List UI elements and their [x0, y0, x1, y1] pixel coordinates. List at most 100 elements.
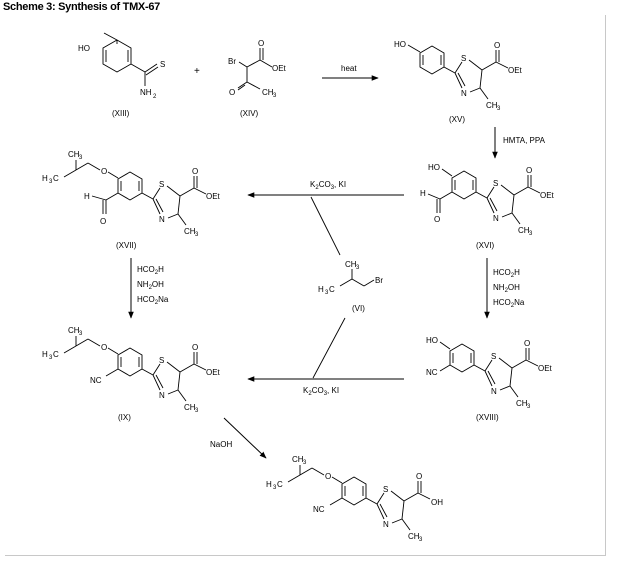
- svg-text:NC: NC: [426, 368, 438, 377]
- svg-text:H: H: [42, 350, 48, 359]
- svg-text:O: O: [325, 472, 331, 481]
- arrow-naoh: [223, 417, 267, 459]
- reagent-hco2na-left: HCO2Na: [137, 295, 169, 306]
- svg-text:S: S: [159, 356, 164, 365]
- svg-text:O: O: [229, 88, 235, 97]
- svg-text:3: 3: [195, 232, 199, 238]
- svg-text:3: 3: [273, 485, 277, 491]
- svg-text:N: N: [383, 520, 389, 529]
- svg-text:CH: CH: [408, 532, 420, 541]
- figure-frame: [5, 15, 606, 556]
- svg-text:HO: HO: [394, 40, 406, 49]
- svg-text:O: O: [258, 39, 264, 48]
- svg-text:H: H: [42, 174, 48, 183]
- reagent-hco2h-right: HCO2H: [493, 268, 520, 279]
- svg-text:H: H: [420, 189, 426, 198]
- compound-xvii: CH 3 H 3 C O H O S N O OEt CH 3 (XVII): [42, 150, 221, 250]
- svg-text:CH: CH: [68, 150, 80, 159]
- svg-text:H: H: [266, 480, 272, 489]
- svg-text:C: C: [329, 285, 335, 294]
- compound-final: CH 3 H 3 C O NC S N O OH CH 3: [266, 455, 443, 543]
- compound-xiv: Br O OEt O CH 3 (XIV): [228, 39, 287, 118]
- svg-text:OEt: OEt: [206, 368, 221, 377]
- svg-text:O: O: [192, 343, 198, 352]
- svg-text:H: H: [84, 192, 90, 201]
- reagent-hco2na-right: HCO2Na: [493, 298, 525, 309]
- reagent-k2co3-lower: K2CO3, KI: [303, 386, 339, 397]
- reagent-heat: heat: [341, 64, 357, 73]
- svg-text:S: S: [491, 352, 496, 361]
- svg-text:CH: CH: [184, 403, 196, 412]
- label-ix: (IX): [118, 413, 131, 422]
- label-xvii: (XVII): [116, 241, 137, 250]
- label-vi: (VI): [352, 304, 365, 313]
- svg-text:OEt: OEt: [538, 364, 553, 373]
- svg-text:N: N: [491, 387, 497, 396]
- svg-text:O: O: [434, 215, 440, 224]
- svg-text:CH: CH: [184, 227, 196, 236]
- svg-text:S: S: [159, 180, 164, 189]
- svg-text:OEt: OEt: [540, 191, 555, 200]
- svg-text:Br: Br: [375, 276, 383, 285]
- svg-text:O: O: [101, 343, 107, 352]
- reagent-hco2h-left: HCO2H: [137, 265, 164, 276]
- svg-text:C: C: [53, 350, 59, 359]
- svg-text:HO: HO: [426, 336, 438, 345]
- svg-text:3: 3: [529, 231, 533, 237]
- svg-text:C: C: [53, 174, 59, 183]
- svg-text:H: H: [318, 285, 324, 294]
- svg-text:N: N: [493, 214, 499, 223]
- svg-text:CH: CH: [345, 260, 357, 269]
- svg-text:3: 3: [325, 290, 329, 296]
- svg-text:O: O: [524, 339, 530, 348]
- svg-text:O: O: [192, 167, 198, 176]
- reagent-naoh: NaOH: [210, 440, 232, 449]
- svg-text:N: N: [159, 391, 165, 400]
- atom-nh2: NH: [140, 88, 152, 97]
- svg-text:NC: NC: [313, 505, 325, 514]
- svg-text:OEt: OEt: [272, 64, 287, 73]
- svg-text:3: 3: [356, 265, 360, 271]
- svg-text:N: N: [461, 89, 467, 98]
- svg-text:CH: CH: [262, 88, 274, 97]
- plus-sign: +: [194, 66, 200, 77]
- svg-text:NC: NC: [90, 376, 102, 385]
- svg-text:S: S: [383, 485, 388, 494]
- atom-ho: HO: [78, 44, 90, 53]
- reagent-k2co3-upper: K2CO3, KI: [310, 180, 346, 191]
- label-xiv: (XIV): [240, 109, 259, 118]
- svg-text:O: O: [494, 41, 500, 50]
- label-xvi: (XVI): [476, 241, 495, 250]
- svg-text:HO: HO: [428, 163, 440, 172]
- svg-text:CH: CH: [292, 455, 304, 464]
- svg-text:2: 2: [153, 94, 157, 100]
- svg-text:3: 3: [527, 404, 531, 410]
- svg-text:OH: OH: [431, 498, 443, 507]
- svg-text:O: O: [101, 167, 107, 176]
- label-xiii: (XIII): [112, 109, 130, 118]
- compound-vi: CH 3 H 3 C Br (VI): [318, 260, 383, 313]
- connector-vi-lower: [312, 317, 346, 379]
- svg-text:OEt: OEt: [508, 66, 523, 75]
- svg-text:S: S: [461, 54, 466, 63]
- reagent-hmta: HMTA, PPA: [503, 136, 546, 145]
- svg-text:O: O: [526, 166, 532, 175]
- svg-text:OEt: OEt: [206, 192, 221, 201]
- svg-text:C: C: [277, 480, 283, 489]
- svg-text:3: 3: [79, 155, 83, 161]
- compound-ix: CH 3 H 3 C O NC S N O OEt CH 3 (IX): [42, 326, 221, 422]
- svg-text:CH: CH: [486, 101, 498, 110]
- svg-text:3: 3: [419, 537, 423, 543]
- svg-text:CH: CH: [68, 326, 80, 335]
- atom-s: S: [160, 60, 165, 69]
- compound-xviii: HO NC S N O OEt CH 3 (XVIII): [426, 336, 553, 422]
- reagent-nh2oh-left: NH2OH: [137, 280, 164, 291]
- atom-br: Br: [228, 57, 236, 66]
- svg-text:3: 3: [79, 331, 83, 337]
- label-xviii: (XVIII): [476, 413, 499, 422]
- reagent-nh2oh-right: NH2OH: [493, 283, 520, 294]
- svg-text:N: N: [159, 215, 165, 224]
- svg-text:S: S: [493, 179, 498, 188]
- connector-vi-upper: [310, 196, 341, 256]
